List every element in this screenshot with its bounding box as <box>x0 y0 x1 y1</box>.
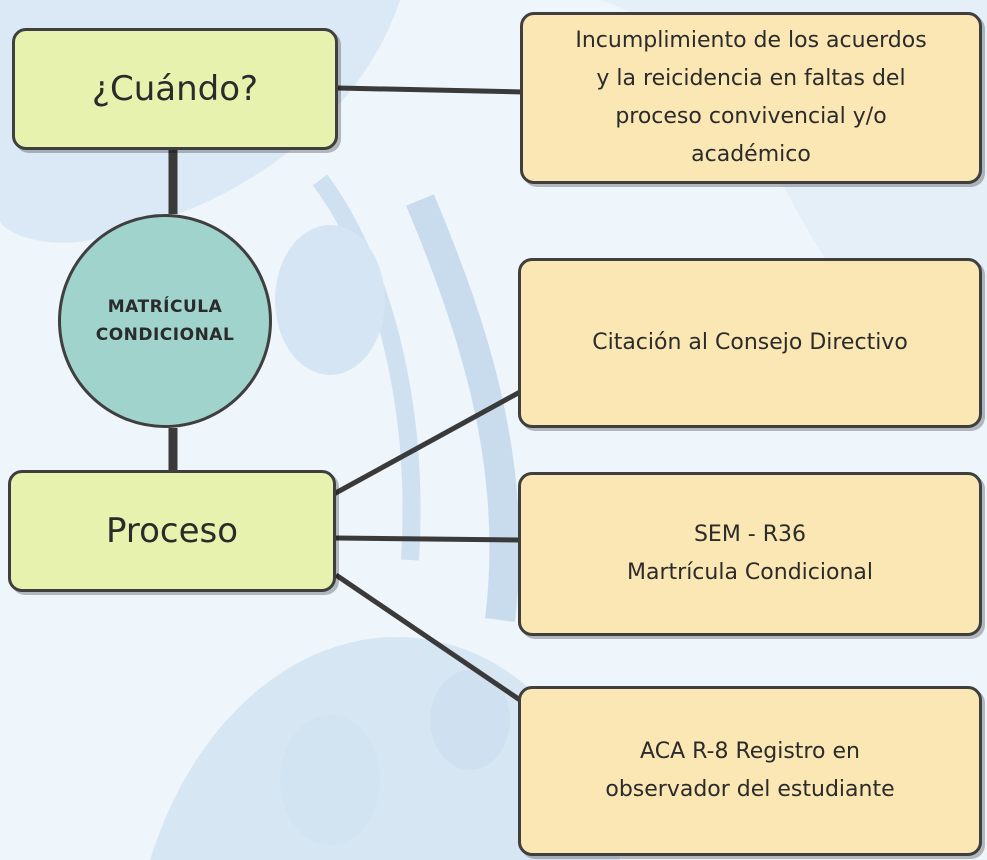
circle-label-line1: MATRÍCULA <box>107 297 223 317</box>
connector-step3 <box>334 572 522 703</box>
step-citacion-label: Citación al Consejo Directivo <box>592 330 908 355</box>
when-box: ¿Cuándo? <box>12 28 338 150</box>
connector-when-desc <box>337 85 525 95</box>
step-sem-line2: Martrícula Condicional <box>627 560 873 585</box>
connector-step1 <box>330 389 522 498</box>
when-desc-line1: Incumplimiento de los acuerdos <box>575 28 927 53</box>
connector-step2 <box>335 535 519 543</box>
when-desc-line2: y la reicidencia en faltas del <box>596 66 906 91</box>
step-aca-line1: ACA R-8 Registro en <box>640 739 860 764</box>
step-aca-box: ACA R-8 Registro en observador del estud… <box>518 686 982 856</box>
circle-label-line2: CONDICIONAL <box>95 325 235 345</box>
when-desc-line4: académico <box>691 142 811 167</box>
when-description-box: Incumplimiento de los acuerdos y la reic… <box>520 12 982 184</box>
step-aca-line2: observador del estudiante <box>605 777 895 802</box>
matricula-condicional-circle: MATRÍCULA CONDICIONAL <box>58 214 272 428</box>
process-box: Proceso <box>8 470 336 592</box>
when-label: ¿Cuándo? <box>91 69 259 109</box>
step-sem-line1: SEM - R36 <box>693 522 807 547</box>
process-label: Proceso <box>105 511 239 551</box>
when-desc-line3: proceso convivencial y/o <box>615 104 887 129</box>
step-sem-box: SEM - R36 Martrícula Condicional <box>518 472 982 636</box>
step-citacion-box: Citación al Consejo Directivo <box>518 258 982 428</box>
